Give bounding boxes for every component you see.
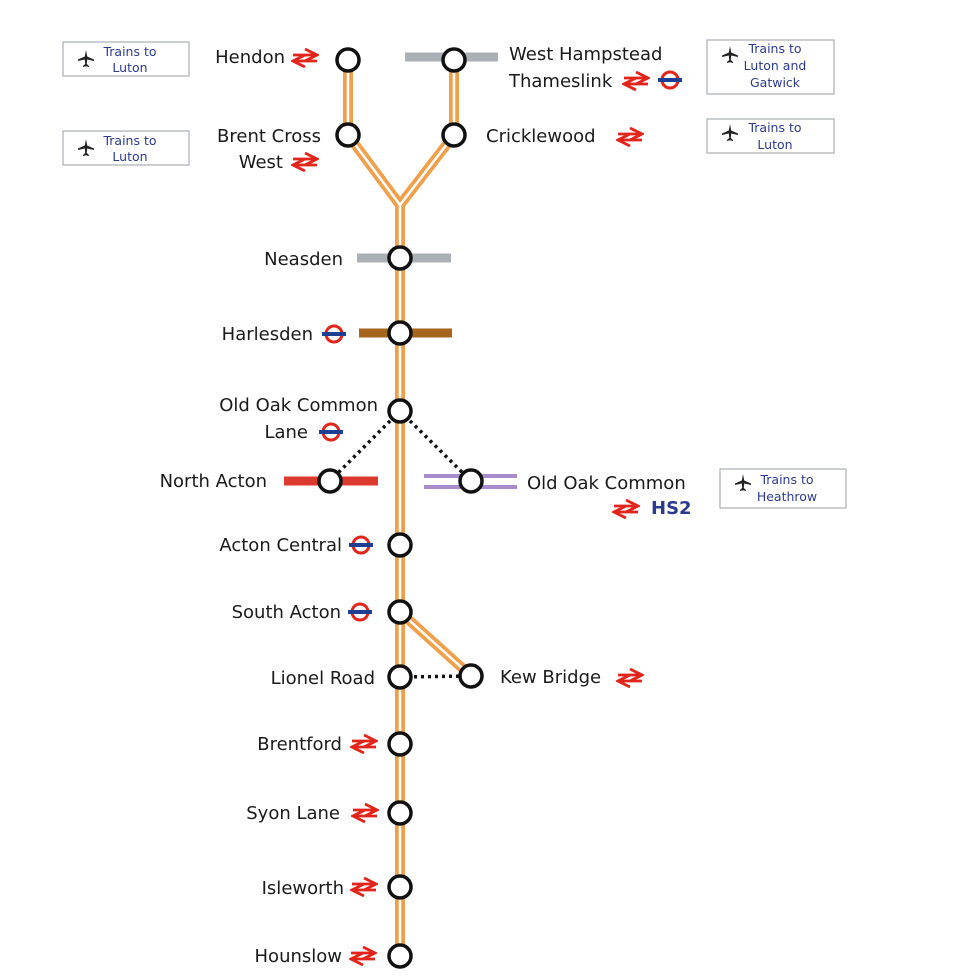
route-line	[343, 60, 475, 956]
underground-roundel-icon	[657, 70, 683, 90]
station-label-isleworth: Isleworth	[262, 878, 344, 899]
national-rail-icon	[616, 668, 644, 688]
station-label-lionel-road: Lionel Road	[271, 668, 375, 689]
station-label-hounslow: Hounslow	[255, 946, 342, 967]
station-label-syon-lane: Syon Lane	[246, 803, 340, 824]
airport-box-hendon: Trains to Luton	[62, 41, 190, 77]
station-marker-neasden[interactable]	[387, 245, 413, 271]
airport-box-text: Luton	[112, 60, 147, 75]
national-rail-icon	[616, 127, 644, 147]
airport-box-text: Trains to	[747, 120, 801, 135]
airport-box-text: Luton	[112, 149, 147, 164]
station-label-kew-bridge: Kew Bridge	[500, 667, 601, 688]
station-label-acton-central: Acton Central	[219, 535, 342, 556]
station-marker-hounslow[interactable]	[387, 943, 413, 969]
national-rail-icon	[612, 499, 640, 519]
airport-box-text: Trains to	[102, 133, 156, 148]
station-marker-west-hampstead[interactable]	[441, 47, 467, 73]
national-rail-icon	[350, 734, 378, 754]
national-rail-icon	[291, 152, 319, 172]
underground-roundel-icon	[321, 324, 347, 344]
national-rail-icon	[349, 946, 377, 966]
station-marker-north-acton[interactable]	[317, 468, 343, 494]
airport-box-text: Luton	[757, 137, 792, 152]
station-markers	[317, 47, 484, 969]
station-marker-harlesden[interactable]	[387, 320, 413, 346]
underground-icons	[318, 70, 683, 622]
station-marker-hendon[interactable]	[335, 47, 361, 73]
station-marker-old-oak-common[interactable]	[458, 468, 484, 494]
walking-links	[328, 409, 473, 679]
national-rail-icon	[622, 71, 650, 91]
station-label-brent-cross-2: West	[239, 152, 283, 173]
station-marker-old-oak-common-lane[interactable]	[387, 398, 413, 424]
station-marker-kew-bridge[interactable]	[458, 663, 484, 689]
station-marker-lionel-road[interactable]	[387, 664, 413, 690]
hs2-label: HS2	[651, 498, 692, 519]
airport-box-text: Luton and	[744, 58, 807, 73]
airport-box-text: Trains to	[747, 41, 801, 56]
station-label-neasden: Neasden	[264, 249, 343, 270]
station-marker-cricklewood[interactable]	[441, 122, 467, 148]
national-rail-icon	[291, 48, 319, 68]
station-label-cricklewood: Cricklewood	[486, 126, 596, 147]
station-label-old-oak-common: Old Oak Common	[527, 473, 686, 494]
station-label-south-acton: South Acton	[232, 602, 341, 623]
underground-roundel-icon	[348, 535, 374, 555]
station-marker-syon-lane[interactable]	[387, 800, 413, 826]
station-label-hendon: Hendon	[215, 47, 285, 68]
airport-box-cricklewood: Trains to Luton	[706, 118, 835, 154]
national-rail-icons	[291, 48, 650, 966]
underground-roundel-icon	[347, 602, 373, 622]
airport-box-text: Trains to	[759, 472, 813, 487]
airport-box-old-oak-common: Trains to Heathrow	[719, 468, 847, 509]
station-label-harlesden: Harlesden	[222, 324, 313, 345]
airport-box-text: Trains to	[102, 44, 156, 59]
airport-box-brent-cross: Trains to Luton	[62, 130, 190, 166]
station-label-west-hampstead-2: Thameslink	[508, 71, 613, 92]
station-label-brentford: Brentford	[257, 734, 342, 755]
national-rail-icon	[351, 803, 379, 823]
airport-box-west-hampstead: Trains to Luton and Gatwick	[706, 39, 835, 95]
station-marker-acton-central[interactable]	[387, 532, 413, 558]
station-marker-brentford[interactable]	[387, 731, 413, 757]
station-label-north-acton: North Acton	[160, 471, 267, 492]
station-label-old-oak-common-lane-1: Old Oak Common	[219, 395, 378, 416]
airport-box-text: Heathrow	[757, 489, 817, 504]
station-marker-isleworth[interactable]	[387, 874, 413, 900]
airport-box-text: Gatwick	[750, 75, 801, 90]
national-rail-icon	[350, 877, 378, 897]
station-marker-south-acton[interactable]	[387, 599, 413, 625]
station-label-west-hampstead-1: West Hampstead	[509, 44, 662, 65]
station-label-brent-cross-1: Brent Cross	[217, 126, 321, 147]
underground-roundel-icon	[318, 422, 344, 442]
station-label-old-oak-common-lane-2: Lane	[264, 422, 308, 443]
station-marker-brent-cross[interactable]	[335, 122, 361, 148]
